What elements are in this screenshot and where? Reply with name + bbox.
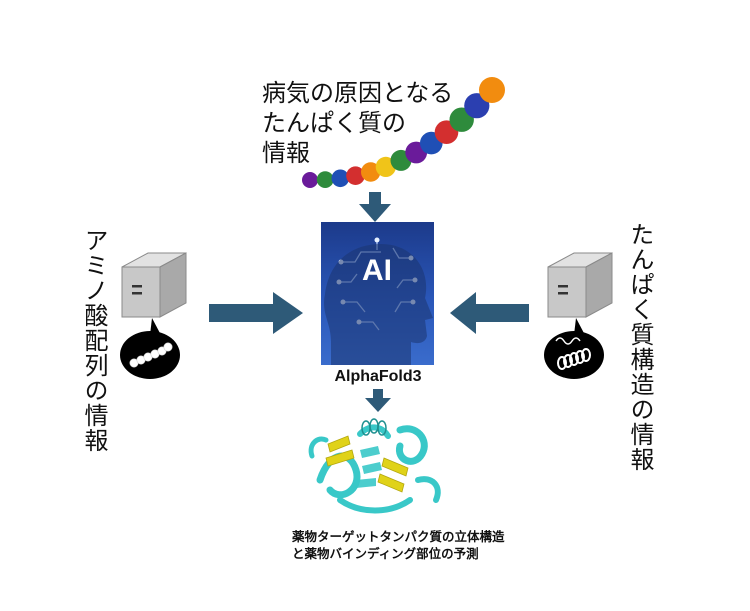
top-caption-line1: 病気の原因となる [262,79,454,107]
arrow-right-left [209,292,303,334]
protein-structure-icon [308,418,441,514]
bead [316,171,334,188]
bottom-caption-line1: 薬物ターゲットタンパク質の立体構造 [292,529,505,544]
bottom-caption: 薬物ターゲットタンパク質の立体構造 と薬物バインディング部位の予測 [292,528,505,562]
bead [479,77,505,103]
ai-label: AI [362,254,392,287]
bead-chain-icon [302,77,505,188]
bead [346,166,365,185]
bead [302,172,318,188]
right-caption: たんぱく質構造の情報 [626,222,654,472]
top-caption-line3: 情報 [262,139,310,167]
arrow-left-right [450,292,529,334]
top-caption: 病気の原因となる たんぱく質の 情報 [262,78,462,168]
ai-head-icon: AI [324,237,433,365]
structure-server-icon [544,252,613,379]
ai-brain-panel: AI [321,222,434,365]
left-caption: アミノ酸配列の情報 [80,228,108,453]
ai-model-name: AlphaFold3 [334,368,422,385]
arrow-down-top [359,192,391,222]
bead [361,162,381,182]
top-caption-line2: たんぱく質の [262,109,406,137]
sequence-server-icon [120,252,187,379]
bottom-caption-line2: と薬物バインディング部位の予測 [292,546,479,561]
arrow-down-bottom [365,389,391,412]
bead [331,169,350,188]
